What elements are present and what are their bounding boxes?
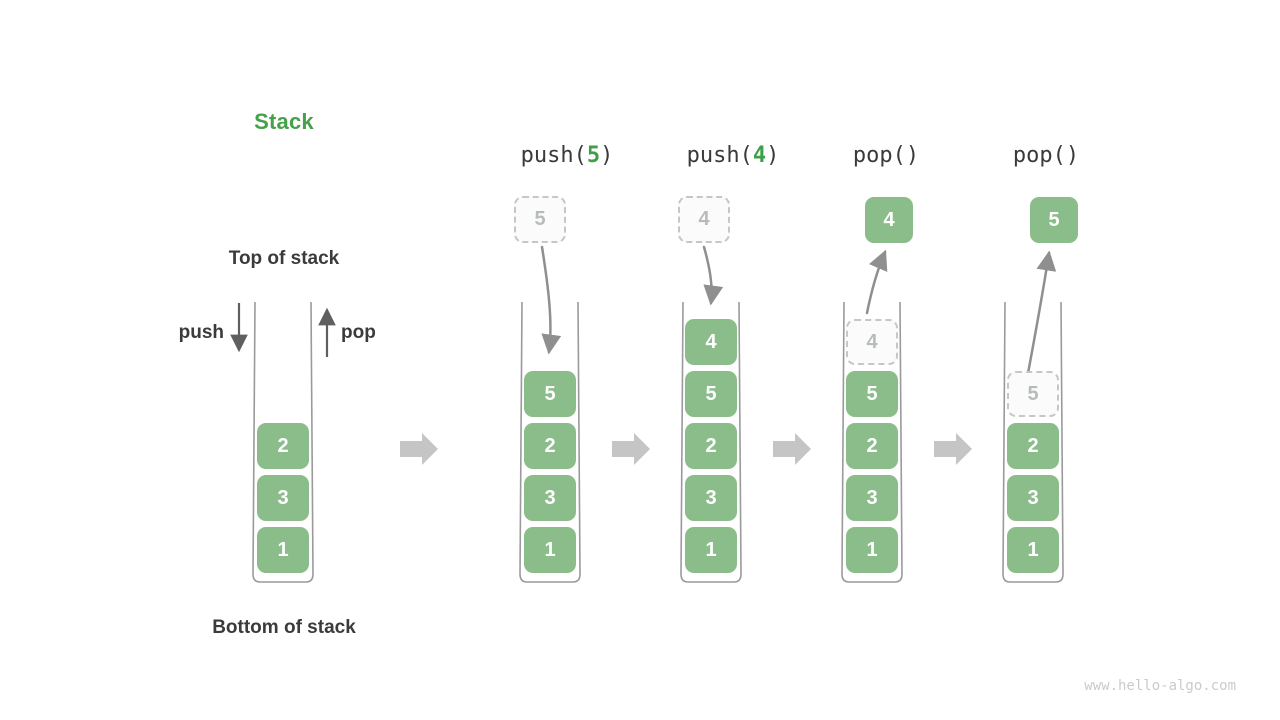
op-label-pop-1: pop() [852, 143, 920, 168]
top-of-stack-label: Top of stack [228, 248, 340, 269]
watermark: www.hello-algo.com [1084, 678, 1236, 694]
popped-value-box: 4 [865, 197, 913, 243]
stack-cell: 1 [1007, 527, 1059, 573]
pop-label: pop [341, 322, 376, 343]
stack-cell: 1 [524, 527, 576, 573]
op-label-push-4: push(4) [653, 143, 813, 168]
push5-curve-arrow-icon [540, 245, 562, 355]
stack-cell: 2 [1007, 423, 1059, 469]
push-label: push [178, 322, 224, 343]
op-close: ) [600, 143, 614, 168]
op-fn: push( [686, 143, 753, 168]
popped-value-box: 5 [1030, 197, 1078, 243]
stack-cell: 3 [257, 475, 309, 521]
bottom-of-stack-label: Bottom of stack [212, 617, 356, 638]
ghost-stack-cell: 4 [846, 319, 898, 365]
stack-cell: 3 [846, 475, 898, 521]
op-label-pop-2: pop() [1012, 143, 1080, 168]
stack-cell: 5 [524, 371, 576, 417]
op-close: ) [766, 143, 780, 168]
stack-cell: 2 [846, 423, 898, 469]
ghost-stack-cell: 5 [1007, 371, 1059, 417]
block-arrow-icon [773, 433, 811, 465]
stack-cell: 3 [1007, 475, 1059, 521]
diagram-title: Stack [254, 109, 314, 134]
stack-cell: 5 [846, 371, 898, 417]
stack-cell: 2 [524, 423, 576, 469]
op-label-push-5: push(5) [487, 143, 647, 168]
pop4-curve-arrow-icon [865, 249, 888, 315]
stack-cell: 3 [685, 475, 737, 521]
stack-cell: 2 [257, 423, 309, 469]
push4-curve-arrow-icon [702, 245, 724, 306]
stack-cell: 1 [685, 527, 737, 573]
pending-value-box: 4 [678, 196, 730, 243]
stack-cell: 4 [685, 319, 737, 365]
stack-cell: 5 [685, 371, 737, 417]
block-arrow-icon [934, 433, 972, 465]
block-arrow-icon [400, 433, 438, 465]
stack-cell: 1 [257, 527, 309, 573]
block-arrow-icon [612, 433, 650, 465]
op-arg: 4 [752, 143, 767, 168]
op-arg: 5 [586, 143, 601, 168]
stack-cell: 3 [524, 475, 576, 521]
pending-value-box: 5 [514, 196, 566, 243]
stack-cell: 2 [685, 423, 737, 469]
op-fn: push( [520, 143, 587, 168]
stack-outline [252, 301, 1064, 583]
stack-cell: 1 [846, 527, 898, 573]
pop5-curve-arrow-icon [1024, 250, 1057, 386]
